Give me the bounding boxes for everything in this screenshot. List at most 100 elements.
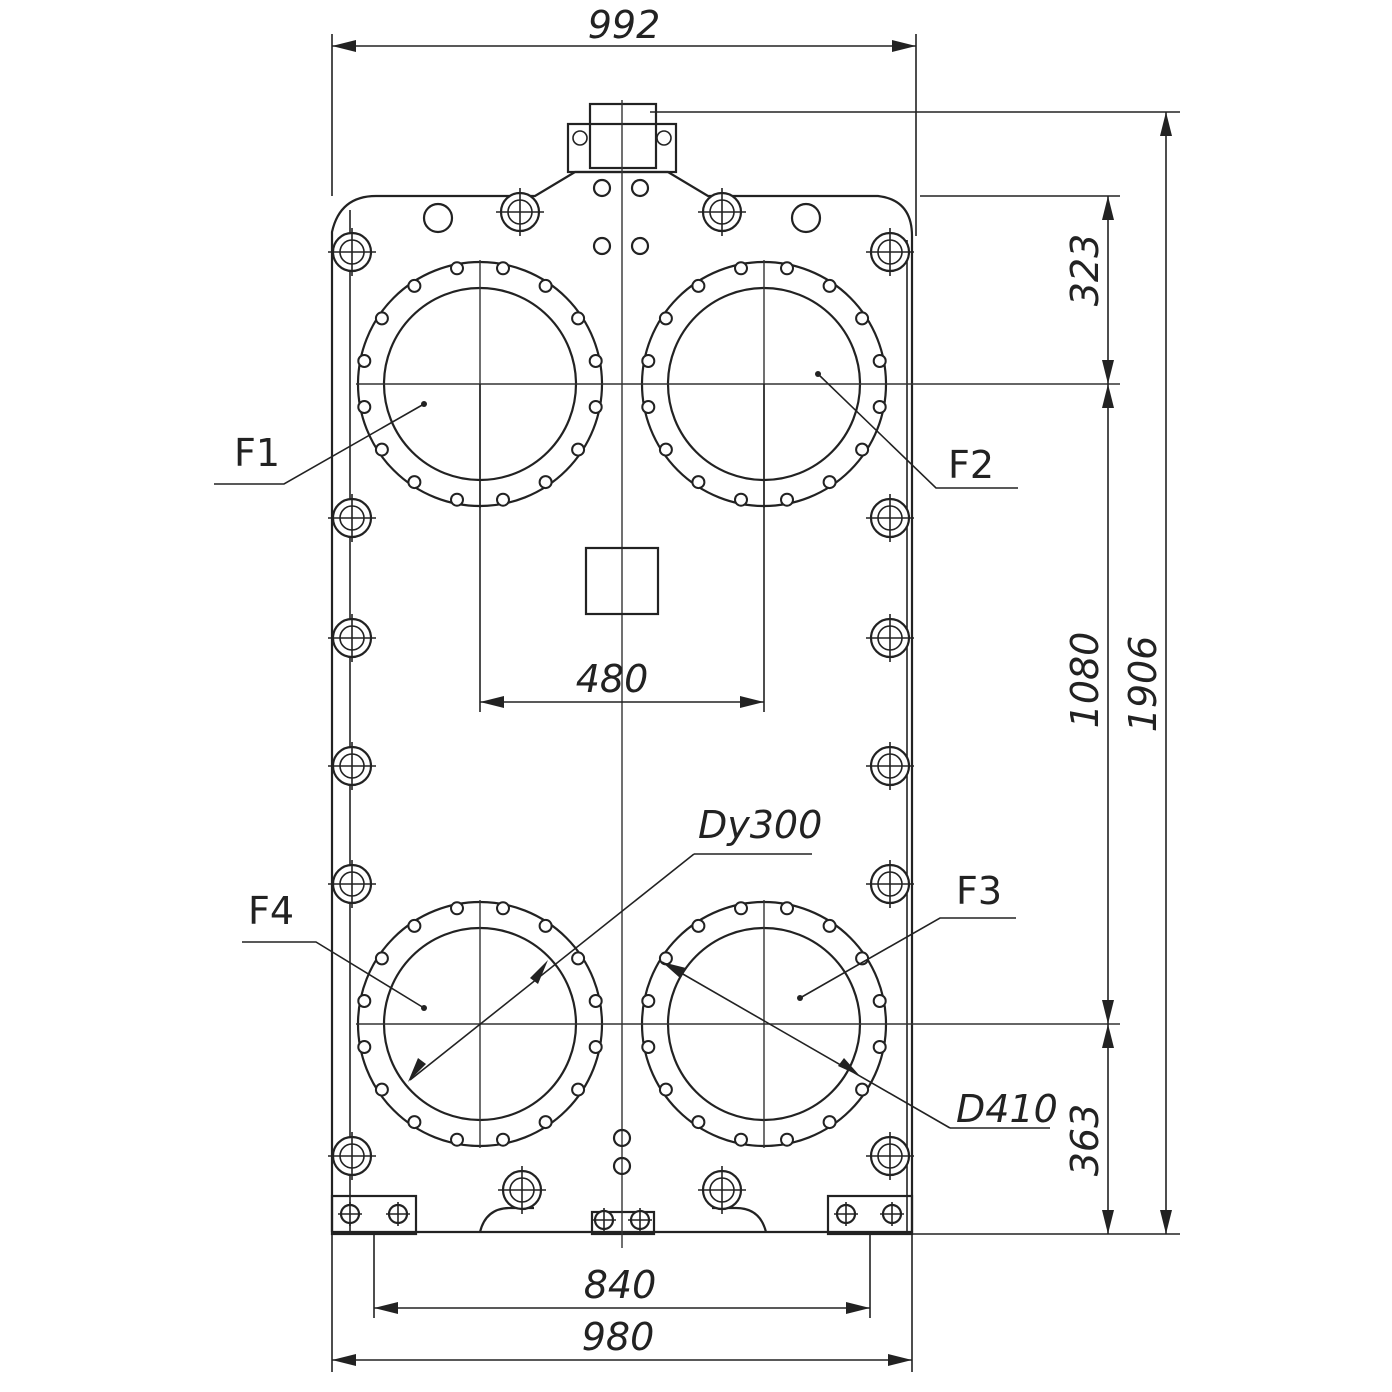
tie-bolts — [328, 188, 914, 1232]
tie-bolt — [866, 228, 914, 276]
flange-stud — [374, 442, 389, 457]
flange-stud — [780, 1132, 794, 1147]
flange-stud — [822, 278, 837, 293]
flange-stud — [872, 1040, 887, 1054]
flange-stud — [734, 492, 748, 507]
flange-stud — [855, 442, 870, 457]
foot-bolt — [386, 1202, 410, 1226]
dimension-323-label: 323 — [1063, 234, 1107, 307]
tie-bolt — [866, 742, 914, 790]
flange-stud — [780, 901, 794, 916]
flange-stud — [450, 901, 464, 916]
flange-stud — [357, 400, 372, 414]
port-labels: F1 F2 F4 F3 — [214, 371, 1018, 1011]
flange-stud — [571, 311, 586, 326]
flange-stud — [450, 1132, 464, 1147]
flange-stud — [571, 1082, 586, 1097]
dimension-frame-width: 980 — [331, 1232, 913, 1372]
tie-bolt — [496, 188, 544, 236]
dimension-992-label: 992 — [588, 3, 661, 47]
flange-stud — [538, 1115, 553, 1130]
flange-stud — [855, 311, 870, 326]
flange-stud — [538, 475, 553, 490]
callout-d410-label: D410 — [956, 1087, 1058, 1131]
dimension-1906-label: 1906 — [1121, 636, 1165, 733]
dimension-980-label: 980 — [582, 1315, 655, 1359]
flange-stud — [780, 261, 794, 276]
flange-stud — [872, 354, 887, 368]
callout-dy300-label: Dy300 — [698, 803, 822, 847]
flange-stud — [734, 261, 748, 276]
flange-stud — [588, 400, 603, 414]
port-label-f4: F4 — [248, 889, 294, 933]
flange-stud — [641, 400, 656, 414]
port-label-f2: F2 — [948, 443, 994, 487]
bottom-feet — [330, 1194, 914, 1236]
port-label-f3: F3 — [956, 869, 1002, 913]
flange-stud — [658, 442, 673, 457]
port-label-f1: F1 — [234, 431, 280, 475]
dimension-480-label: 480 — [576, 657, 649, 701]
flange-stud — [822, 475, 837, 490]
small-holes — [422, 178, 822, 1176]
callout-d410: D410 — [661, 961, 1058, 1131]
flange-stud — [496, 492, 510, 507]
tie-bolt — [328, 614, 376, 662]
flange-stud — [450, 492, 464, 507]
tie-bolt — [866, 614, 914, 662]
foot-bolt — [338, 1202, 362, 1226]
dimension-840-label: 840 — [584, 1263, 657, 1307]
flange-stud — [641, 354, 656, 368]
tie-bolt — [328, 228, 376, 276]
dimension-363-label: 363 — [1063, 1104, 1107, 1177]
flange-stud — [357, 994, 372, 1008]
tie-bolt — [698, 188, 746, 236]
flange-stud — [407, 918, 422, 933]
tie-bolt — [866, 860, 914, 908]
flange-stud — [496, 261, 510, 276]
dimension-overall-width: 992 — [331, 3, 917, 236]
foot-bolt — [592, 1208, 616, 1232]
flange-stud — [691, 1115, 706, 1130]
flange-stud — [407, 1115, 422, 1130]
foot-bolt — [628, 1208, 652, 1232]
flange-stud — [641, 1040, 656, 1054]
flange-stud — [822, 1115, 837, 1130]
tie-bolt — [866, 494, 914, 542]
tie-bolt — [498, 1166, 546, 1214]
callout-dy300: Dy300 — [408, 803, 822, 1082]
dimension-port-spacing: 480 — [479, 384, 765, 712]
flange-stud — [571, 951, 586, 966]
flange-stud — [357, 1040, 372, 1054]
flange-stud — [450, 261, 464, 276]
flange-stud — [374, 311, 389, 326]
tie-bolt — [328, 860, 376, 908]
dimension-1080-label: 1080 — [1063, 632, 1107, 729]
foot-bolt — [880, 1202, 904, 1226]
flange-stud — [872, 400, 887, 414]
flange-stud — [658, 1082, 673, 1097]
flange-stud — [780, 492, 794, 507]
flange-stud — [357, 354, 372, 368]
flange-stud — [822, 918, 837, 933]
flange-stud — [407, 475, 422, 490]
dimension-foot-spacing: 840 — [373, 1232, 871, 1318]
flange-stud — [691, 918, 706, 933]
flange-stud — [641, 994, 656, 1008]
flange-stud — [588, 994, 603, 1008]
flange-stud — [571, 442, 586, 457]
center-window — [584, 546, 660, 616]
flange-stud — [496, 1132, 510, 1147]
flange-stud — [374, 951, 389, 966]
tie-bolt — [328, 1132, 376, 1180]
flange-stud — [734, 1132, 748, 1147]
flange-stud — [538, 278, 553, 293]
tie-bolt — [328, 742, 376, 790]
flange-stud — [658, 311, 673, 326]
flange-stud — [734, 901, 748, 916]
flange-stud — [538, 918, 553, 933]
flange-stud — [855, 1082, 870, 1097]
dimension-verticals: 323 1080 1906 363 — [650, 111, 1180, 1235]
flange-stud — [691, 278, 706, 293]
